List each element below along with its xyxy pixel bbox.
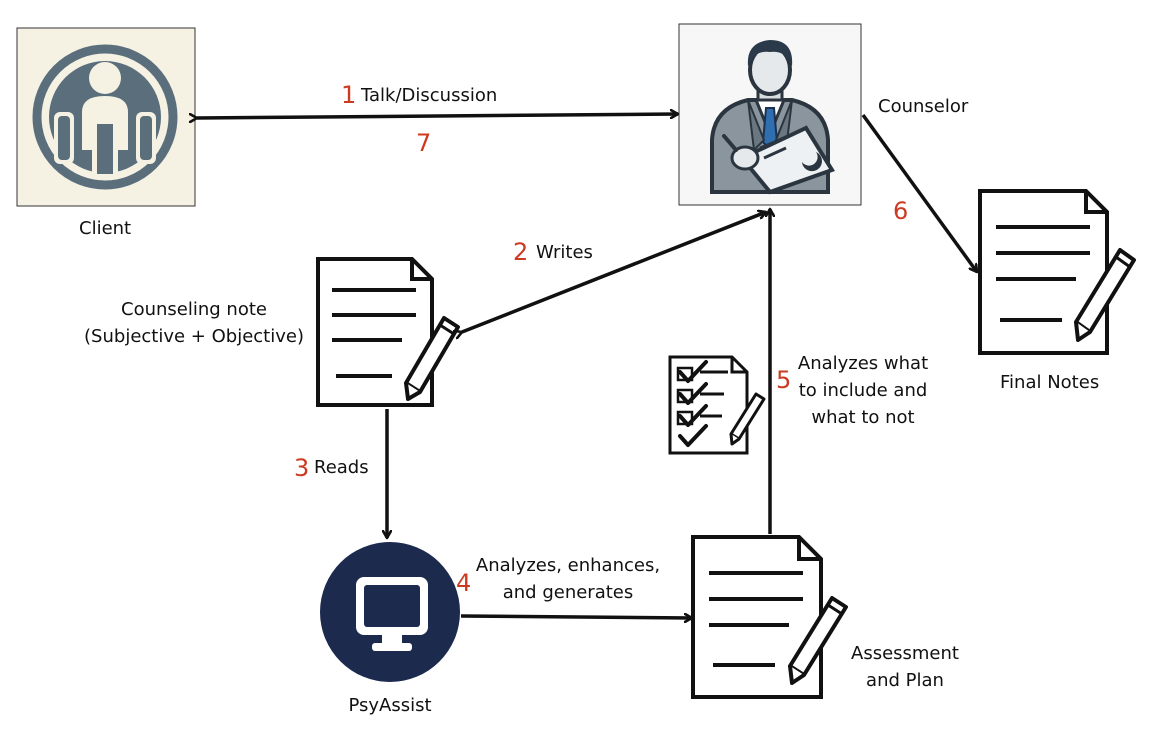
document-with-pencil-icon (978, 189, 1136, 355)
generates-arrow (460, 616, 692, 618)
counselor-with-clipboard-icon (710, 40, 836, 195)
counselor-node (678, 23, 862, 206)
step-number-3: 3 (294, 454, 310, 482)
step-number-7: 7 (416, 129, 432, 157)
analyzes-label-line-1: Analyzes what (797, 353, 929, 374)
assessment-plan-label-line-2: and Plan (866, 670, 944, 691)
step-number-6: 6 (893, 197, 909, 225)
counseling-note-label-line-2: (Subjective + Objective) (84, 326, 304, 347)
document-with-pencil-icon (316, 257, 460, 407)
step-number-2: 2 (513, 238, 529, 266)
document-with-pencil-icon (691, 535, 848, 699)
checklist-with-pencil-icon (668, 355, 766, 455)
analyzes-label-line-2: to include and (798, 380, 928, 401)
step-number-4: 4 (456, 569, 472, 597)
generates-label: Analyzes, enhances, and generates (462, 552, 674, 606)
final-notes-label: Final Notes (1000, 372, 1100, 393)
analyzes-label: Analyzes what to include and what to not (790, 350, 936, 431)
seated-person-icon (32, 44, 178, 190)
generates-label-line-1: Analyzes, enhances, (475, 555, 661, 576)
client-node (16, 27, 196, 207)
client-label: Client (79, 218, 132, 239)
writes-arrow (462, 212, 766, 332)
final-notes-arrow (861, 113, 979, 272)
step-number-5: 5 (776, 366, 792, 394)
talk-arrow (197, 114, 678, 118)
talk-discussion-label: Talk/Discussion (361, 85, 498, 106)
assessment-plan-label-line-1: Assessment (851, 643, 959, 664)
psyassist-label: PsyAssist (348, 695, 432, 716)
generates-label-line-2: and generates (502, 582, 634, 603)
counseling-note-label: Counseling note (Subjective + Objective) (70, 296, 318, 350)
analyzes-label-line-3: what to not (811, 407, 915, 428)
counselor-label: Counselor (878, 96, 969, 117)
psyassist-node (320, 542, 460, 682)
step-number-1: 1 (341, 81, 357, 109)
final-notes-node (978, 189, 1136, 355)
counseling-note-node (316, 257, 460, 407)
assessment-plan-node (691, 535, 848, 699)
writes-label: Writes (536, 242, 593, 263)
assessment-plan-label: Assessment and Plan (840, 640, 970, 694)
reads-label: Reads (314, 457, 369, 478)
counseling-note-label-line-1: Counseling note (121, 299, 267, 320)
monitor-icon (356, 577, 428, 651)
